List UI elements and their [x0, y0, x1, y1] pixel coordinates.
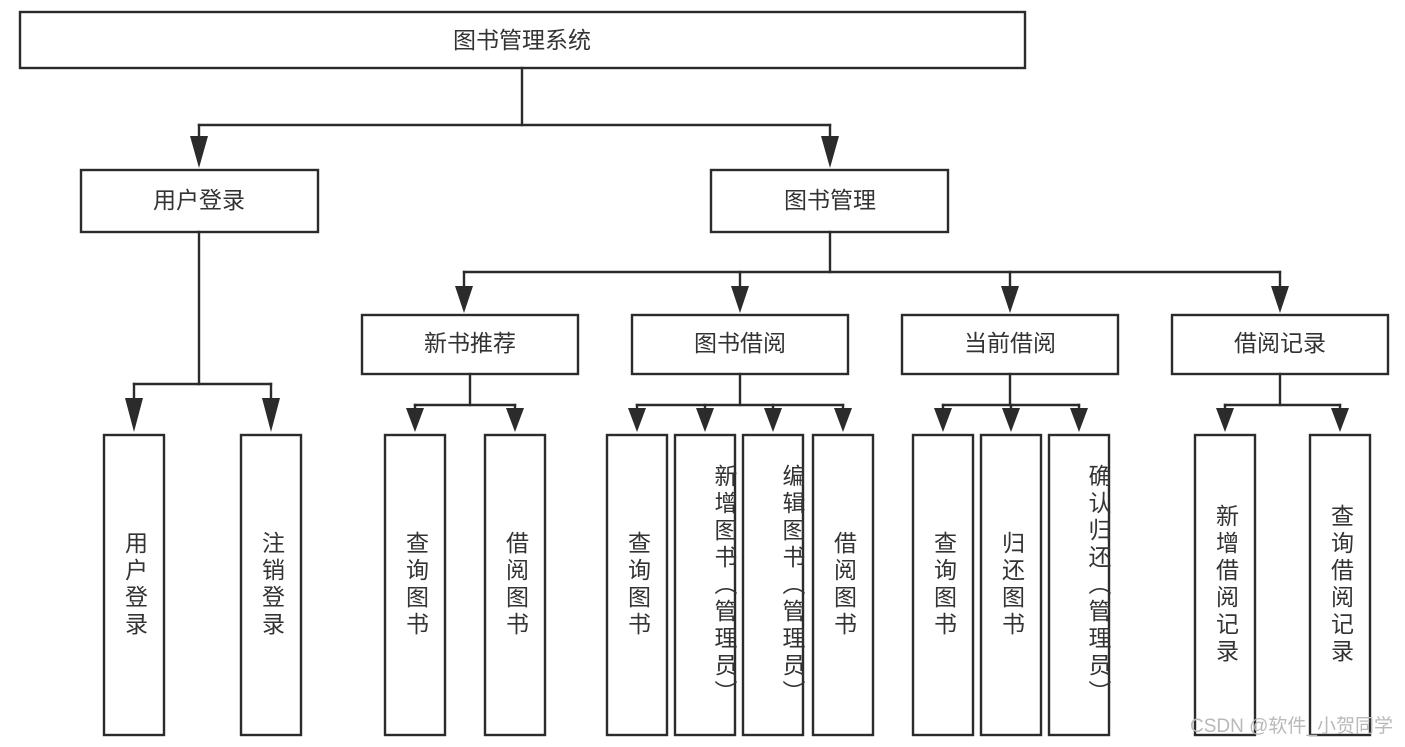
- arrowhead-br-leaf-1: [1216, 408, 1234, 432]
- leaf-box-cb-confirm-return[interactable]: [1047, 433, 1111, 737]
- arrowhead-borrow-record: [1271, 286, 1289, 313]
- node-user-login-label: 用户登录: [153, 187, 245, 213]
- node-book-borrow[interactable]: [630, 313, 850, 376]
- arrowhead-cb-leaf-1: [934, 408, 952, 432]
- node-book-management[interactable]: [709, 168, 950, 234]
- arrowhead-cb-leaf-2: [1002, 408, 1020, 432]
- leaf-box-bb-query-book[interactable]: [605, 433, 669, 737]
- leaf-box-cb-query-book[interactable]: [911, 433, 975, 737]
- leaf-box-logout[interactable]: [239, 433, 303, 737]
- leaf-box-bb-borrow-book[interactable]: [811, 433, 875, 737]
- node-root-system-label: 图书管理系统: [453, 27, 591, 53]
- arrowhead-bb-leaf-2: [696, 408, 714, 432]
- leaf-box-bb-add-book[interactable]: [673, 433, 737, 737]
- arrowhead-current-borrow: [1001, 286, 1019, 313]
- node-book-management-label: 图书管理: [784, 187, 876, 213]
- leaf-box-nbr-query-book[interactable]: [383, 433, 447, 737]
- arrowhead-book-borrow: [731, 286, 749, 313]
- leaf-box-br-add-record[interactable]: [1193, 433, 1257, 737]
- leaf-box-user-login[interactable]: [102, 433, 166, 737]
- node-borrow-record-label: 借阅记录: [1234, 330, 1326, 356]
- node-current-borrow-label: 当前借阅: [964, 330, 1056, 356]
- arrowhead-nbr-leaf-2: [506, 408, 524, 432]
- arrowhead-bb-leaf-1: [628, 408, 646, 432]
- arrowhead-bb-leaf-3: [764, 408, 782, 432]
- arrowhead-br-leaf-2: [1331, 408, 1349, 432]
- arrowhead-leaf-logout: [262, 398, 280, 432]
- node-new-book-recommend[interactable]: [360, 313, 580, 376]
- node-book-borrow-label: 图书借阅: [694, 330, 786, 356]
- leaf-box-bb-edit-book[interactable]: [741, 433, 805, 737]
- node-borrow-record[interactable]: [1170, 313, 1390, 376]
- leaf-box-nbr-borrow-book[interactable]: [483, 433, 547, 737]
- arrowhead-new-book-recommend: [455, 286, 473, 313]
- arrowhead-user-login: [190, 136, 208, 168]
- node-current-borrow[interactable]: [900, 313, 1120, 376]
- arrowhead-nbr-leaf-1: [406, 408, 424, 432]
- node-new-book-recommend-label: 新书推荐: [424, 330, 516, 356]
- arrowhead-leaf-user-login: [125, 398, 143, 432]
- arrowhead-bb-leaf-4: [834, 408, 852, 432]
- arrowhead-book-manage: [821, 136, 839, 168]
- csdn-watermark: CSDN @软件_小贺同学: [1190, 716, 1393, 737]
- leaf-box-br-query-record[interactable]: [1308, 433, 1372, 737]
- leaf-box-cb-return-book[interactable]: [979, 433, 1043, 737]
- node-root-system[interactable]: [18, 10, 1027, 70]
- arrowhead-cb-leaf-3: [1070, 408, 1088, 432]
